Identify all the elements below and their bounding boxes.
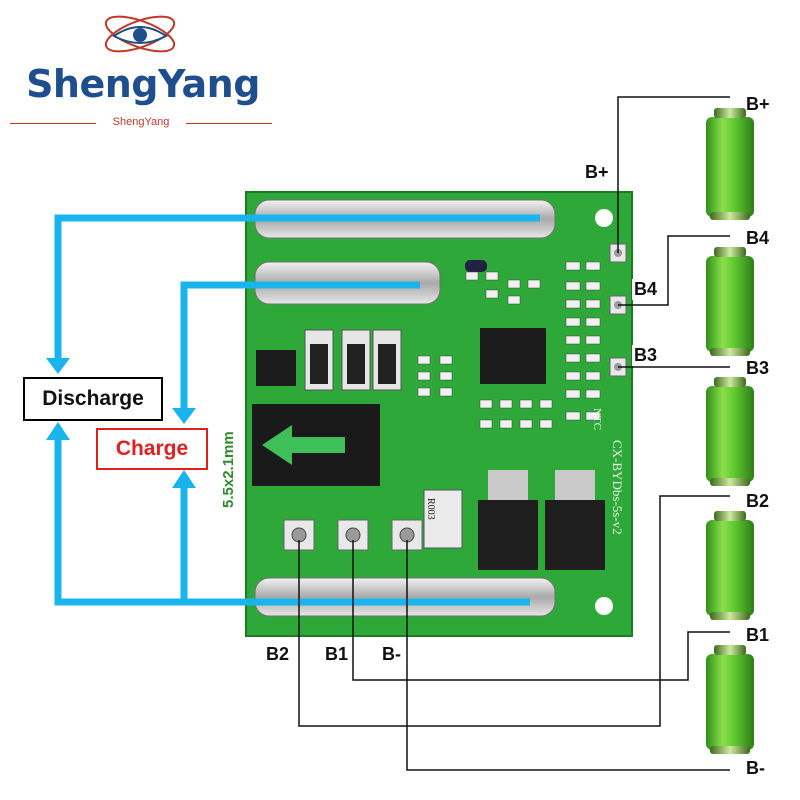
battery-cell-2 [706,247,754,356]
board-pad-b4-label: B4 [632,279,660,300]
bottom-pad-b1-label: B1 [325,644,349,664]
discharge-label: Discharge [23,377,163,421]
flow-arrows [54,214,540,606]
board-pad-b3-label: B3 [632,345,660,366]
cell-terminal-b-plus-label: B+ [746,94,770,114]
wiring-lines [298,96,730,771]
battery-cell-3 [706,377,754,486]
battery-cell-5 [706,645,754,754]
connector-size-label: 5.5x2.1mm [220,431,237,508]
cell-terminal-b4-label: B4 [746,228,770,248]
cell-terminal-b3-label: B3 [746,358,770,378]
cell-terminal-b-minus-label: B- [746,758,765,778]
battery-cell-1 [706,108,754,220]
pcb-model-text: CX-BYDbs-5s-v2 [610,440,625,535]
charge-label: Charge [96,428,208,470]
cell-terminal-b2-label: B2 [746,491,770,511]
bottom-pad-b2-label: B2 [266,644,290,664]
brand-subtitle: ShengYang [96,116,186,128]
battery-cell-4 [706,511,754,620]
arrow-heads [46,358,196,488]
board-pad-b-plus-label: B+ [583,162,611,183]
logo-icon [104,15,176,53]
bottom-pad-b-minus-label: B- [382,644,401,664]
cell-terminal-b1-label: B1 [746,625,770,645]
brand-logo-text: ShengYang [26,62,260,106]
pcb-board [245,191,633,637]
pcb-shunt-text: R003 [425,498,436,520]
pcb-ntc-text: NTC [591,408,603,430]
